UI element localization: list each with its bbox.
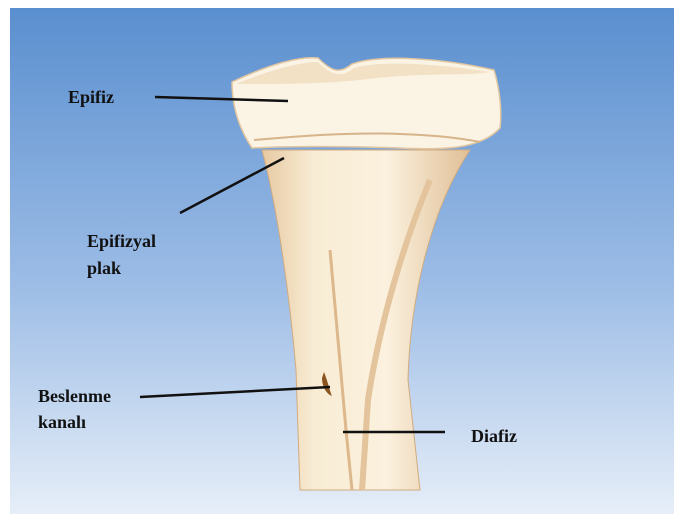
label-epifizyal-plak-line2: plak [87,257,121,279]
label-epifiz: Epifiz [68,86,114,108]
label-diafiz: Diafiz [471,425,517,447]
label-beslenme-kanali-line2: kanalı [38,411,86,433]
label-epifizyal-plak-line1: Epifizyal [87,230,156,252]
label-beslenme-kanali-line1: Beslenme [38,385,111,407]
